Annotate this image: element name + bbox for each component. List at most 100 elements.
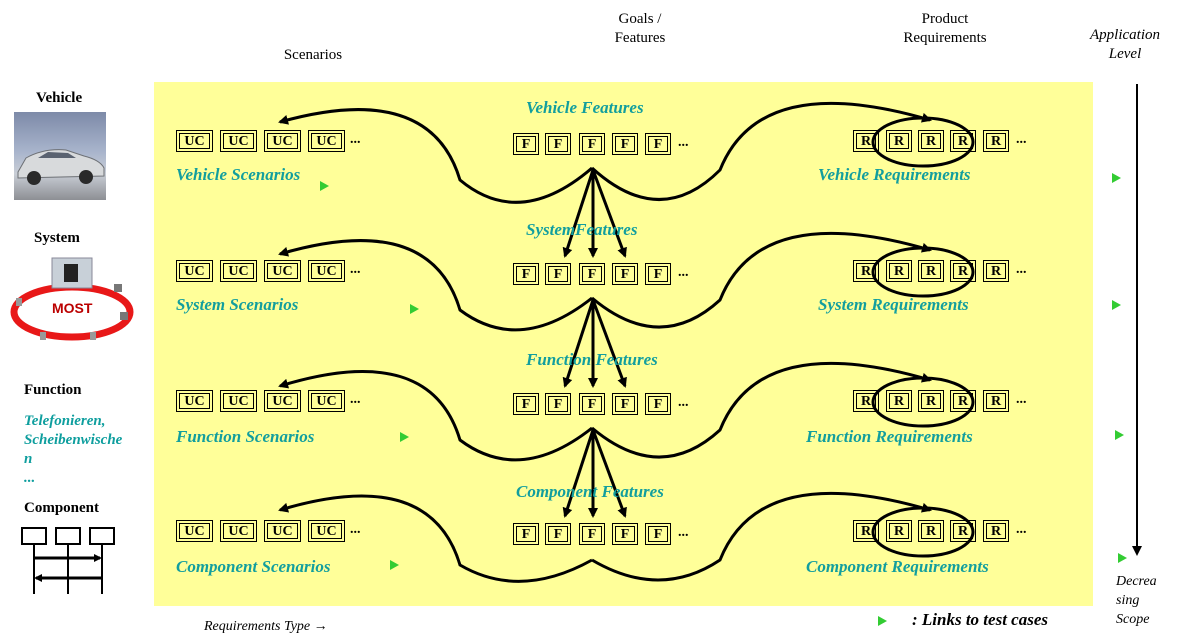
- test-link-marker[interactable]: [1112, 300, 1121, 310]
- ellipsis: ...: [678, 265, 689, 280]
- legend-text: : Links to test cases: [912, 610, 1048, 629]
- uc-box: UC: [264, 390, 301, 412]
- feature-box: F: [545, 263, 571, 285]
- ellipsis: ...: [678, 525, 689, 540]
- feature-box: F: [513, 263, 539, 285]
- feature-box: F: [645, 393, 671, 415]
- row-component-features-title: Component Features: [516, 482, 664, 501]
- feature-box: F: [513, 523, 539, 545]
- feature-box: F: [513, 133, 539, 155]
- car-icon: [17, 149, 105, 185]
- ellipsis: ...: [350, 132, 361, 147]
- uc-box: UC: [220, 390, 257, 412]
- label-function: Function: [24, 382, 82, 398]
- feature-box: F: [579, 523, 605, 545]
- label-component: Component: [24, 500, 100, 516]
- row-system-requirements-title: System Requirements: [818, 295, 969, 314]
- feature-box: F: [645, 133, 671, 155]
- row-component-requirements-title: Component Requirements: [806, 557, 989, 576]
- requirement-box: R: [886, 390, 912, 412]
- requirement-box: R: [853, 130, 879, 152]
- test-link-marker[interactable]: [320, 181, 329, 191]
- component-diagram: [20, 524, 120, 594]
- feature-box: F: [645, 523, 671, 545]
- requirement-box: R: [983, 130, 1009, 152]
- feature-box: F: [612, 263, 638, 285]
- feature-box: F: [545, 393, 571, 415]
- uc-box: UC: [264, 260, 301, 282]
- row-component-scenarios-title: Component Scenarios: [176, 557, 331, 576]
- requirement-box: R: [950, 520, 976, 542]
- requirement-box: R: [983, 390, 1009, 412]
- header-application-level: Application Level: [1090, 27, 1160, 62]
- requirement-box: R: [886, 260, 912, 282]
- header-scenarios: Scenarios: [283, 47, 343, 63]
- row-function-features-title: Function Features: [526, 350, 658, 369]
- ellipsis: ...: [350, 262, 361, 277]
- requirement-box: R: [950, 130, 976, 152]
- feature-box: F: [545, 523, 571, 545]
- most-logo-text: MOST: [52, 300, 93, 316]
- feature-box: F: [545, 133, 571, 155]
- sequence-diagram-icon: [21, 527, 115, 594]
- ellipsis: ...: [678, 135, 689, 150]
- requirement-box: R: [853, 260, 879, 282]
- test-link-marker[interactable]: [410, 304, 419, 314]
- requirement-box: R: [886, 130, 912, 152]
- ellipsis: ...: [1016, 132, 1027, 147]
- requirements-type-label: Requirements Type →: [204, 619, 328, 634]
- feature-box: F: [579, 133, 605, 155]
- label-system: System: [34, 230, 80, 246]
- feature-box: F: [579, 263, 605, 285]
- uc-box: UC: [220, 260, 257, 282]
- legend-marker: [878, 616, 887, 626]
- vehicle-image: [14, 112, 106, 200]
- row-vehicle-features-title: Vehicle Features: [526, 98, 644, 117]
- uc-box: UC: [308, 520, 345, 542]
- uc-box: UC: [220, 520, 257, 542]
- uc-box: UC: [308, 260, 345, 282]
- decreasing-scope-label: Decrea sing Scope: [1116, 574, 1157, 627]
- requirement-box: R: [983, 260, 1009, 282]
- header-product-requirements: Product Requirements: [903, 11, 987, 46]
- ellipsis: ...: [1016, 262, 1027, 277]
- requirement-box: R: [853, 520, 879, 542]
- test-link-marker[interactable]: [1112, 173, 1121, 183]
- row-vehicle-scenarios-title: Vehicle Scenarios: [176, 165, 301, 184]
- uc-box: UC: [264, 130, 301, 152]
- test-link-marker[interactable]: [1118, 553, 1127, 563]
- label-vehicle: Vehicle: [36, 90, 83, 106]
- ellipsis: ...: [1016, 392, 1027, 407]
- ellipsis: ...: [1016, 522, 1027, 537]
- requirement-box: R: [918, 130, 944, 152]
- uc-box: UC: [264, 520, 301, 542]
- uc-box: UC: [176, 390, 213, 412]
- ellipsis: ...: [350, 392, 361, 407]
- ellipsis: ...: [350, 522, 361, 537]
- uc-box: UC: [220, 130, 257, 152]
- feature-box: F: [612, 393, 638, 415]
- requirement-box: R: [918, 260, 944, 282]
- uc-box: UC: [176, 260, 213, 282]
- requirement-box: R: [886, 520, 912, 542]
- uc-box: UC: [176, 520, 213, 542]
- test-link-marker[interactable]: [1115, 430, 1124, 440]
- feature-box: F: [579, 393, 605, 415]
- uc-box: UC: [308, 130, 345, 152]
- ellipsis: ...: [678, 395, 689, 410]
- row-system-features-title: SystemFeatures: [526, 220, 638, 239]
- uc-box: UC: [176, 130, 213, 152]
- uc-box: UC: [308, 390, 345, 412]
- test-link-marker[interactable]: [400, 432, 409, 442]
- test-link-marker[interactable]: [390, 560, 399, 570]
- most-ring-icon: [10, 257, 134, 341]
- requirement-box: R: [918, 390, 944, 412]
- header-goals-features: Goals / Features: [614, 11, 666, 46]
- requirement-box: R: [918, 520, 944, 542]
- requirement-box: R: [950, 260, 976, 282]
- row-vehicle-requirements-title: Vehicle Requirements: [818, 165, 971, 184]
- requirement-box: R: [853, 390, 879, 412]
- row-function-scenarios-title: Function Scenarios: [176, 427, 315, 446]
- feature-box: F: [513, 393, 539, 415]
